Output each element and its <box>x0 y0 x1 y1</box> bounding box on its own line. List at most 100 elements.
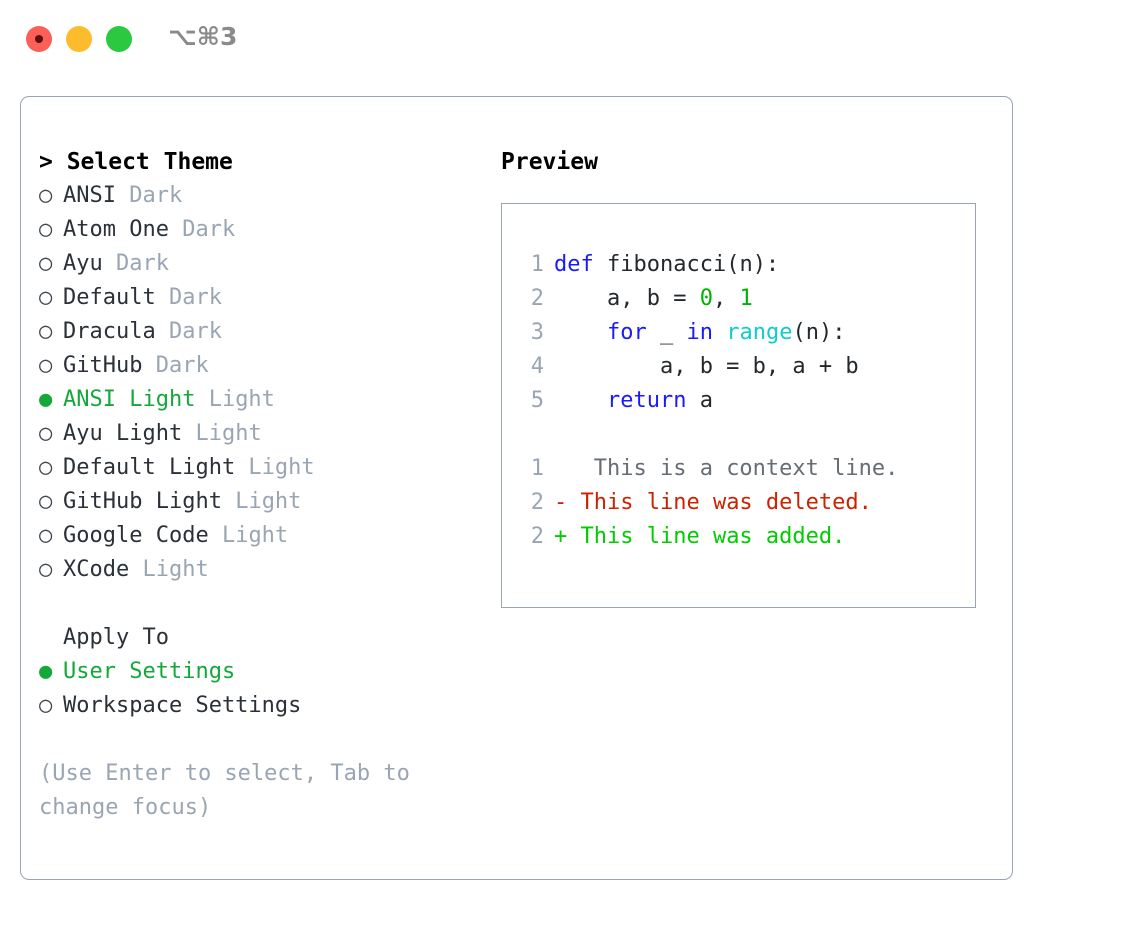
theme-variant-badge: Dark <box>155 319 222 344</box>
theme-option-ayu[interactable]: ○ Ayu Dark <box>39 247 469 281</box>
code-token <box>713 320 726 345</box>
diff-line: 1 This is a context line. <box>516 452 975 486</box>
code-token: a, b = b, a + b <box>554 354 859 379</box>
theme-option-dracula[interactable]: ○ Dracula Dark <box>39 315 469 349</box>
apply-to-heading: Apply To <box>63 625 169 650</box>
radio-icon: ○ <box>39 353 53 378</box>
theme-option-label: GitHub Light <box>63 489 222 514</box>
theme-variant-badge: Light <box>221 489 302 514</box>
select-theme-header: > Select Theme <box>39 149 233 175</box>
theme-variant-badge: Dark <box>142 353 209 378</box>
radio-selected-icon: ● <box>39 387 53 412</box>
diff-text: This is a context line. <box>567 456 899 481</box>
theme-option-label: Google Code <box>63 523 209 548</box>
line-number: 3 <box>530 320 544 345</box>
titlebar-shortcut-label: ⌥⌘3 <box>168 22 238 51</box>
theme-variant-badge: Dark <box>115 183 183 208</box>
radio-selected-icon: ● <box>39 659 53 684</box>
code-token: 1 <box>739 286 753 311</box>
theme-variant-badge: Dark <box>102 251 169 276</box>
line-number: 2 <box>530 524 544 549</box>
theme-option-list: ○ANSI Dark○Atom One Dark○Ayu Dark○Defaul… <box>39 179 469 587</box>
code-token: def <box>554 252 594 277</box>
panel-columns: > Select Theme ○ANSI Dark○Atom One Dark○… <box>21 97 1012 879</box>
close-button[interactable] <box>26 26 52 52</box>
line-number: 4 <box>530 354 544 379</box>
preview-box: 1 def fibonacci(n): 2 a, b = 0, 1 3 for _ i… <box>501 203 976 608</box>
line-number: 5 <box>530 388 544 413</box>
radio-icon: ○ <box>39 251 53 276</box>
radio-icon: ○ <box>39 523 53 548</box>
theme-option-label: ANSI <box>63 183 116 208</box>
theme-variant-badge: Dark <box>155 285 222 310</box>
code-token: in <box>686 320 713 345</box>
theme-variant-badge: Light <box>129 557 209 582</box>
preview-title: Preview <box>501 149 598 175</box>
diff-text: This line was deleted. <box>567 490 872 515</box>
title-bar: ⌥⌘3 <box>0 0 1140 78</box>
apply-to-option-workspace-settings[interactable]: ○Workspace Settings <box>39 689 469 723</box>
apply-to-option-label: User Settings <box>63 659 236 684</box>
theme-option-default[interactable]: ○Default Dark <box>39 281 469 315</box>
code-token: return <box>606 388 687 413</box>
diff-line: 2 + This line was added. <box>516 520 975 554</box>
theme-option-github-light[interactable]: ○GitHub Light Light <box>39 485 469 519</box>
theme-variant-badge: Light <box>208 523 289 548</box>
theme-variant-badge: Light <box>235 455 315 480</box>
theme-picker-column: > Select Theme ○ANSI Dark○Atom One Dark○… <box>39 145 469 825</box>
theme-option-ayu-light[interactable]: ○Ayu Light Light <box>39 417 469 451</box>
keyboard-hint-text: (Use Enter to select, Tab to change focu… <box>39 761 410 820</box>
code-token: for <box>606 320 647 345</box>
code-token: a, b = <box>554 286 700 311</box>
radio-icon: ○ <box>39 557 53 582</box>
diff-text: This line was added. <box>567 524 846 549</box>
line-number: 1 <box>530 456 544 481</box>
line-number: 2 <box>530 490 544 515</box>
theme-option-ansi[interactable]: ○ ANSI Dark <box>39 179 469 213</box>
code-line: 5 return a <box>516 384 975 418</box>
code-token: , <box>712 286 740 311</box>
radio-icon: ○ <box>39 319 53 344</box>
theme-option-label: Default Light <box>63 455 236 480</box>
apply-to-option-user-settings[interactable]: ● User Settings <box>39 655 469 689</box>
theme-option-atom-one[interactable]: ○ Atom One Dark <box>39 213 469 247</box>
apply-to-section: Apply To ● User Settings ○Workspace Settin… <box>39 621 469 723</box>
code-line: 3 for _ in range(n): <box>516 316 975 350</box>
code-token: fibonacci(n): <box>593 252 780 277</box>
main-panel: > Select Theme ○ANSI Dark○Atom One Dark○… <box>20 96 1013 880</box>
theme-variant-badge: Light <box>195 387 275 412</box>
code-token: a <box>686 388 713 413</box>
theme-option-github[interactable]: ○ GitHub Dark <box>39 349 469 383</box>
radio-icon: ○ <box>39 285 53 310</box>
diff-marker: - <box>554 490 568 515</box>
theme-option-label: Dracula <box>63 319 156 344</box>
line-number: 2 <box>530 286 544 311</box>
theme-option-ansi-light[interactable]: ● ANSI Light Light <box>39 383 469 417</box>
theme-option-google-code[interactable]: ○ Google Code Light <box>39 519 469 553</box>
theme-option-label: ANSI Light <box>63 387 196 412</box>
diff-marker: + <box>554 524 568 549</box>
theme-option-default-light[interactable]: ○Default Light Light <box>39 451 469 485</box>
maximize-button[interactable] <box>106 26 132 52</box>
preview-column: Preview 1 def fibonacci(n): 2 a, b = 0, 1 3… <box>501 145 991 608</box>
apply-to-option-list: ● User Settings ○Workspace Settings <box>39 655 469 723</box>
radio-icon: ○ <box>39 183 53 208</box>
line-number: 1 <box>530 252 544 277</box>
code-token: range <box>726 320 793 345</box>
radio-icon: ○ <box>39 217 53 242</box>
theme-option-label: Ayu <box>63 251 103 276</box>
code-token <box>554 320 607 345</box>
diff-sample: 1 This is a context line. 2- This line wa… <box>516 452 975 554</box>
spacer <box>516 418 975 452</box>
radio-icon: ○ <box>39 421 53 446</box>
code-token <box>554 388 607 413</box>
theme-variant-badge: Dark <box>168 217 236 242</box>
code-token: 0 <box>699 286 713 311</box>
theme-option-xcode[interactable]: ○XCode Light <box>39 553 469 587</box>
theme-option-label: GitHub <box>63 353 143 378</box>
theme-variant-badge: Light <box>182 421 262 446</box>
theme-option-label: Atom One <box>63 217 169 242</box>
code-token: (n): <box>792 320 846 345</box>
minimize-button[interactable] <box>66 26 92 52</box>
